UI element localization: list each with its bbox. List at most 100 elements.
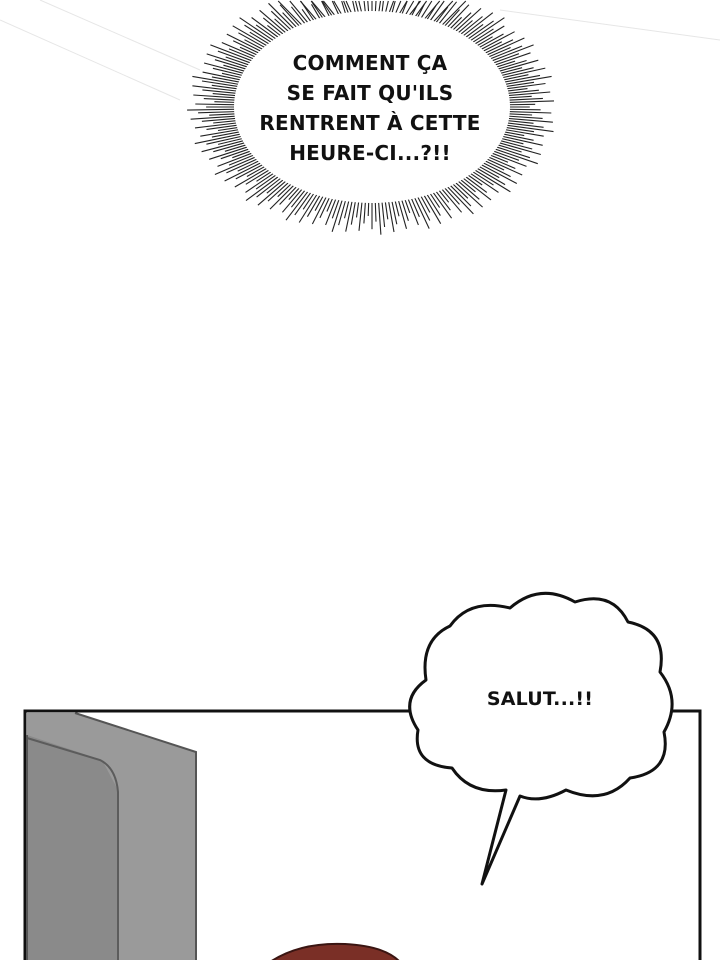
burst-ray (504, 115, 543, 119)
burst-ray (206, 53, 252, 69)
burst-ray (206, 134, 246, 145)
burst-ray (358, 198, 363, 231)
burst-ray (277, 0, 305, 28)
burst-ray (262, 17, 287, 38)
burst-ray (498, 67, 546, 80)
burst-ray (279, 4, 303, 30)
burst-ray (497, 67, 534, 77)
burst-ray (471, 167, 511, 193)
burst-ray (495, 141, 541, 156)
burst-ray (289, 0, 311, 26)
burst-ray (221, 41, 260, 59)
burst-ray (214, 59, 250, 71)
burst-ray (447, 182, 472, 207)
burst-ray (267, 179, 292, 202)
burst-ray (488, 151, 527, 167)
burst-ray (228, 48, 258, 61)
burst-ray (345, 198, 354, 232)
burst-ray (467, 170, 499, 193)
burst-ray (325, 195, 338, 226)
burst-ray (469, 28, 494, 45)
burst-ray (477, 162, 518, 184)
shout-line-3: RENTRENT À CETTE (259, 111, 481, 135)
cloud-speech-bubble (408, 591, 674, 886)
burst-ray (210, 44, 256, 63)
burst-ray (214, 155, 260, 176)
burst-ray (319, 194, 332, 219)
burst-ray (505, 108, 541, 111)
burst-ray (232, 25, 271, 49)
shout-line-2: SE FAIT QU'ILS (286, 81, 454, 105)
burst-ray (505, 103, 536, 106)
shout-line-1: COMMENT ÇA (292, 51, 448, 75)
burst-ray (251, 17, 282, 40)
burst-ray (502, 82, 546, 90)
burst-ray (397, 197, 408, 229)
burst-ray (201, 117, 240, 122)
burst-ray (211, 76, 244, 84)
burst-ray (206, 124, 242, 130)
burst-ray (338, 197, 347, 226)
burst-ray (412, 194, 430, 229)
burst-ray (430, 189, 453, 219)
burst-ray (290, 187, 308, 208)
burst-ray (203, 62, 248, 75)
burst-ray (400, 196, 409, 221)
burst-ray (441, 9, 460, 30)
burst-ray (421, 0, 441, 23)
burst-ray (491, 147, 538, 165)
burst-ray (488, 44, 534, 63)
burst-ray (192, 85, 241, 93)
burst-ray (503, 121, 544, 128)
burst-ray (427, 0, 445, 24)
burst-ray (257, 178, 289, 206)
burst-ray (430, 0, 454, 25)
burst-ray (203, 98, 240, 101)
burst-ray (424, 191, 441, 216)
burst-ray (220, 147, 253, 160)
burst-ray (481, 39, 514, 56)
burst-ray (439, 186, 463, 213)
burst-ray (290, 6, 308, 27)
burst-ray (415, 193, 431, 221)
burst-ray (202, 89, 241, 95)
burst-ray (452, 7, 482, 35)
burst-ray (200, 128, 243, 137)
burst-ray (228, 153, 258, 166)
burst-ray (473, 165, 506, 186)
burst-ray (433, 188, 451, 211)
burst-ray (201, 139, 248, 153)
burst-ray (201, 80, 242, 88)
burst-ray (496, 139, 533, 150)
burst-ray (449, 12, 472, 33)
burst-ray (483, 37, 525, 58)
burst-ray (484, 155, 516, 170)
burst-ray (502, 126, 535, 133)
burst-ray (213, 141, 249, 153)
burst-ray (444, 4, 470, 31)
burst-ray (469, 169, 494, 186)
burst-ray (226, 156, 261, 174)
burst-ray (499, 74, 529, 82)
shout-bubble-text: COMMENT ÇA SE FAIT QU'ILS RENTRENT À CET… (250, 48, 490, 168)
burst-ray (486, 45, 523, 61)
burst-ray (187, 108, 239, 111)
burst-ray (198, 110, 239, 114)
burst-ray (505, 100, 555, 104)
burst-ray (464, 20, 494, 42)
burst-ray (381, 198, 386, 228)
burst-ray (501, 75, 552, 86)
burst-ray (421, 192, 442, 224)
burst-ray (444, 183, 474, 215)
burst-ray (457, 16, 483, 38)
door (26, 712, 197, 960)
burst-ray (477, 31, 515, 52)
burst-ray (192, 75, 243, 86)
burst-ray (502, 81, 535, 88)
burst-ray (494, 59, 527, 71)
burst-ray (479, 160, 511, 178)
burst-ray (311, 193, 329, 225)
burst-ray (212, 67, 247, 77)
burst-ray (501, 128, 544, 137)
